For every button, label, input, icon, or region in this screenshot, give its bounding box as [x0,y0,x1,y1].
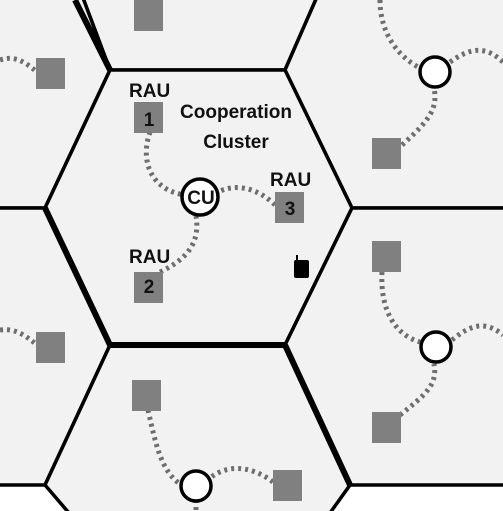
rau-top [134,0,163,31]
rau-top-right [372,138,401,169]
rau-top-left [36,58,65,89]
link-tl-stub [0,55,39,74]
cluster-title-line2: Cluster [203,132,269,153]
link-rau3-cu [216,185,277,207]
rau-1 [134,102,163,133]
link-rau1-cu [143,131,186,198]
cell-top [81,0,318,72]
link-r-rau-up [379,271,421,345]
rau-3-number: 3 [285,199,296,220]
link-tr-up [377,0,422,71]
link-r-rau-down [398,363,438,417]
link-r-right [450,323,503,342]
cu-bottom [179,469,213,503]
cu-center [180,177,220,217]
link-tr-right [448,47,503,65]
cu-label: CU [187,188,214,209]
rau-3-label: RAU [270,170,311,191]
link-rau2-cu [158,215,200,275]
rau-2-label: RAU [129,247,170,268]
link-tr-rau [400,87,438,147]
cu-right [419,330,453,364]
cluster-title-line1: Cooperation [180,102,292,123]
rau-left [36,332,65,363]
rau-units [36,0,401,501]
rau-2 [134,272,163,303]
cu-nodes [179,55,453,503]
rau-1-label: RAU [129,81,170,102]
rau-3 [275,192,304,223]
rau-2-number: 2 [144,277,155,298]
link-b-rau-left [145,409,182,487]
rau-1-number: 1 [144,110,155,131]
rau-bottom-right [273,470,302,501]
rau-bottom-left [132,380,161,411]
thick-edges [42,0,353,487]
rau-right-lower [372,412,401,443]
user-device-icon [294,255,309,278]
rau-right-upper [372,241,401,272]
link-l-stub [0,327,39,347]
cell-right [283,206,503,487]
cu-top-right [418,55,452,89]
